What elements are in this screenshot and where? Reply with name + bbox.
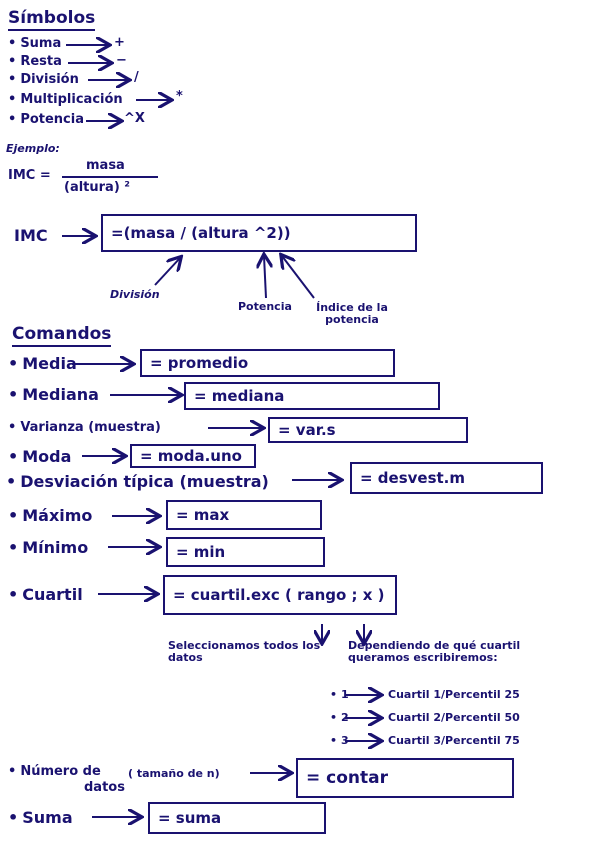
- ejemplo-denominator: (altura) ²: [64, 180, 130, 195]
- cmd-varianza-label: Varianza (muestra): [8, 420, 161, 435]
- cmd-minimo-formula: = min: [166, 537, 325, 567]
- cmd-suma-formula: = suma: [148, 802, 326, 834]
- simbolo-multiplicacion-symbol: *: [176, 89, 183, 104]
- cmd-cuartil-label: Cuartil: [8, 585, 82, 604]
- simbolo-potencia-label: Potencia: [8, 112, 84, 127]
- cmd-maximo-formula: = max: [166, 500, 322, 530]
- cmd-numero-label-3: ( tamaño de n): [128, 767, 220, 780]
- cuartil-option-2-n: 2: [330, 711, 349, 724]
- comandos-title: Comandos: [12, 324, 112, 347]
- annot-potencia: Potencia: [238, 300, 292, 313]
- cuartil-option-2-text: Cuartil 2/Percentil 50: [388, 711, 520, 724]
- cmd-desviacion-formula: = desvest.m: [350, 462, 543, 494]
- simbolo-suma-label: Suma: [8, 36, 61, 51]
- cmd-moda-formula: = moda.uno: [130, 444, 256, 468]
- formula-lhs: IMC: [14, 226, 48, 245]
- simbolo-suma-symbol: +: [114, 35, 125, 50]
- simbolo-resta-symbol: −: [116, 53, 127, 68]
- cmd-varianza-formula: = var.s: [268, 417, 468, 443]
- cmd-numero-label-2: datos: [84, 780, 125, 795]
- cuartil-note-right: Dependiendo de qué cuartil queramos escr…: [348, 639, 521, 664]
- annot-indice: Índice de la potencia: [316, 301, 388, 326]
- ejemplo-label: Ejemplo:: [6, 142, 60, 155]
- cmd-media-label: Media: [8, 354, 77, 373]
- cuartil-note-left: Seleccionamos todos los datos: [168, 639, 321, 664]
- cmd-mediana-formula: = mediana: [184, 382, 440, 410]
- cuartil-option-3-n: 3: [330, 734, 349, 747]
- simbolo-resta-label: Resta: [8, 54, 62, 69]
- cmd-desviacion-label: Desviación típica (muestra): [6, 472, 269, 491]
- cmd-media-formula: = promedio: [140, 349, 395, 377]
- simbolos-title: Símbolos: [8, 8, 96, 31]
- cmd-numero-label-1: Número de: [8, 764, 101, 779]
- cmd-maximo-label: Máximo: [8, 506, 92, 525]
- cmd-mediana-label: Mediana: [8, 385, 99, 404]
- cuartil-option-1-text: Cuartil 1/Percentil 25: [388, 688, 520, 701]
- simbolo-multiplicacion-label: Multiplicación: [8, 92, 122, 107]
- cmd-moda-label: Moda: [8, 447, 71, 466]
- ejemplo-lhs: IMC =: [8, 168, 51, 183]
- fraction-bar: [62, 176, 158, 178]
- simbolo-division-symbol: /: [134, 70, 139, 85]
- annot-division: División: [110, 288, 160, 301]
- cmd-cuartil-formula: = cuartil.exc ( rango ; x ): [163, 575, 397, 615]
- simbolo-potencia-symbol: ^X: [124, 111, 145, 126]
- ejemplo-numerator: masa: [86, 158, 125, 173]
- cuartil-option-3-text: Cuartil 3/Percentil 75: [388, 734, 520, 747]
- cmd-suma-label: Suma: [8, 808, 72, 827]
- simbolo-division-label: División: [8, 72, 79, 87]
- cmd-minimo-label: Mínimo: [8, 538, 88, 557]
- imc-formula-box: =(masa / (altura ^2)): [101, 214, 417, 252]
- cuartil-option-1-n: 1: [330, 688, 349, 701]
- cmd-numero-formula: = contar: [296, 758, 514, 798]
